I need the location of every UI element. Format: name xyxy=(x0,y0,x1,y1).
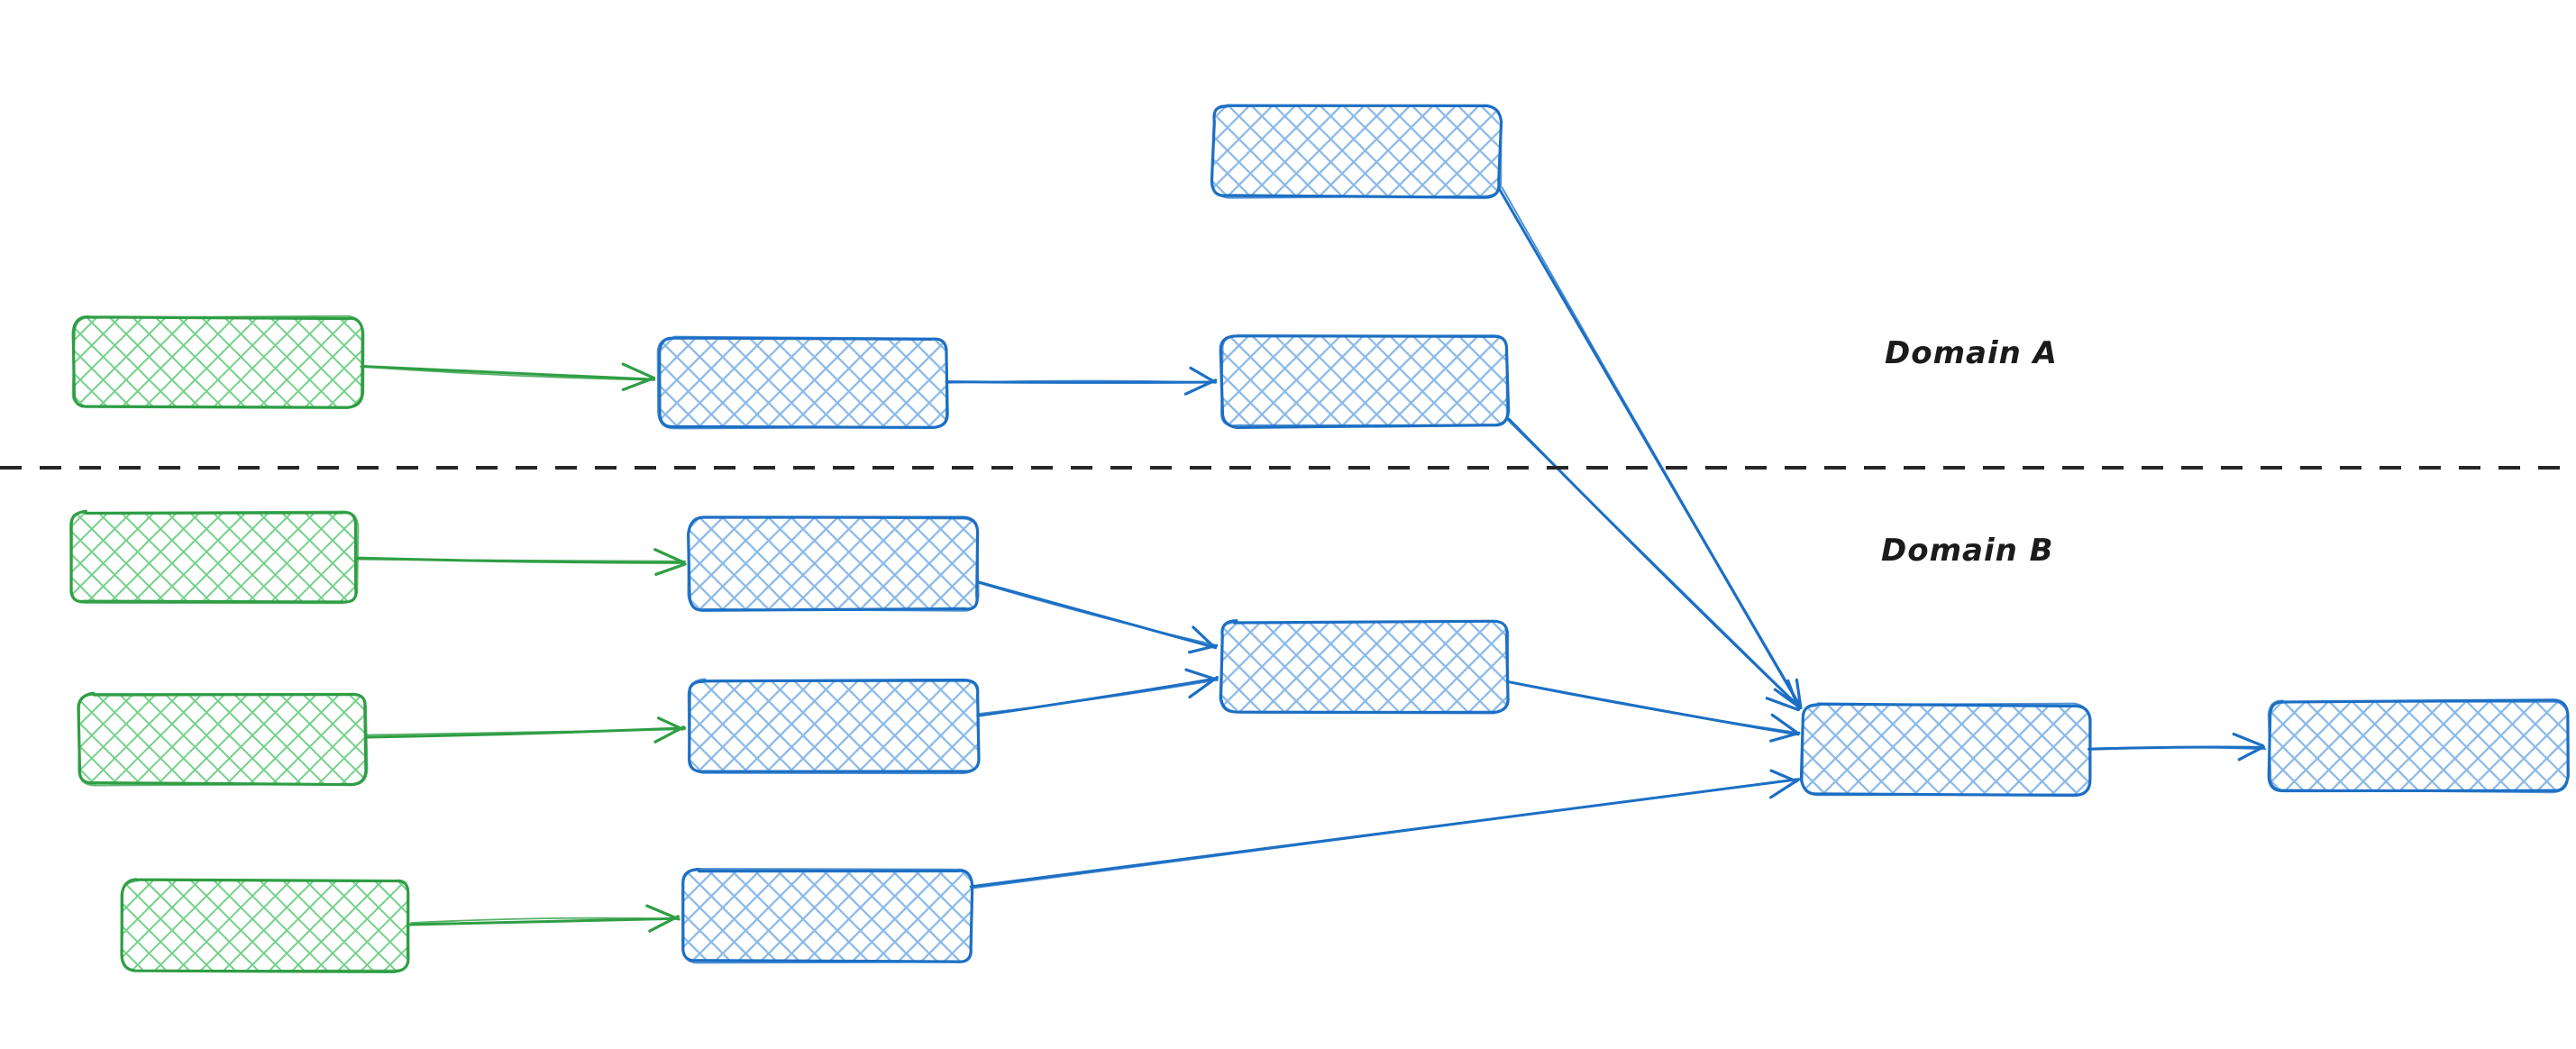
edge-line xyxy=(359,365,654,381)
arrow-head xyxy=(1183,379,1218,396)
edge-e2[interactable] xyxy=(945,366,1218,396)
edge-e8[interactable] xyxy=(975,579,1219,654)
edge-line xyxy=(1501,187,1802,707)
arrow-head xyxy=(1184,668,1219,681)
node-fill xyxy=(69,511,358,603)
node-outline xyxy=(1801,702,2091,797)
edge-line xyxy=(1505,418,1801,707)
arrow-head xyxy=(656,716,684,731)
node-fill xyxy=(73,317,363,408)
node-fill xyxy=(1220,336,1509,427)
arrow-head xyxy=(1769,769,1798,783)
node-fill xyxy=(689,680,979,772)
node-fill xyxy=(2269,700,2568,792)
edge-e4[interactable] xyxy=(1505,417,1802,712)
arrow-head xyxy=(648,915,680,933)
edge-e9[interactable] xyxy=(976,668,1219,717)
edge-line xyxy=(366,728,686,736)
arrow-head xyxy=(1786,679,1801,711)
edge-e6[interactable] xyxy=(365,716,687,743)
node-b1[interactable] xyxy=(687,515,980,612)
node-outline xyxy=(120,879,410,972)
arrow-head xyxy=(1188,675,1219,699)
edge-line xyxy=(361,365,656,381)
arrow-head xyxy=(1770,713,1798,734)
node-outline xyxy=(681,867,973,964)
node-b6[interactable] xyxy=(2267,698,2570,794)
edge-line xyxy=(973,778,1797,889)
node-outline xyxy=(78,692,369,787)
node-a1[interactable] xyxy=(656,335,949,430)
node-fill xyxy=(689,517,979,611)
edge-e10[interactable] xyxy=(1505,680,1801,743)
arrow-head xyxy=(653,548,686,564)
node-g2[interactable] xyxy=(69,509,360,605)
arrow-head xyxy=(653,725,686,743)
node-a3[interactable] xyxy=(1210,104,1503,199)
edge-line xyxy=(407,917,679,926)
node-outline xyxy=(1210,104,1503,199)
node-outline xyxy=(2267,699,2570,794)
edge-e3[interactable] xyxy=(1498,187,1803,710)
edge-e12[interactable] xyxy=(2087,732,2267,762)
node-g3[interactable] xyxy=(77,691,369,787)
arrow-head xyxy=(2237,745,2264,762)
node-fill xyxy=(1803,704,2090,796)
node-b5[interactable] xyxy=(1799,702,2092,798)
arrow-head xyxy=(654,562,687,576)
arrow-head xyxy=(1189,366,1217,384)
edge-e7[interactable] xyxy=(407,904,681,933)
edges-layer xyxy=(354,187,2267,933)
arrow-head xyxy=(621,376,655,391)
arrow-head xyxy=(2232,732,2265,748)
arrow-head xyxy=(645,904,681,921)
node-a2[interactable] xyxy=(1219,334,1511,429)
arrow-head xyxy=(1769,731,1801,743)
node-fill xyxy=(682,869,973,962)
node-g4[interactable] xyxy=(120,878,410,973)
node-outline xyxy=(687,515,980,612)
edge-line xyxy=(354,558,687,562)
edge-line xyxy=(1498,188,1803,710)
edge-line xyxy=(2090,746,2267,751)
arrow-head xyxy=(1795,678,1803,709)
node-g1[interactable] xyxy=(71,315,365,409)
node-outline xyxy=(1219,620,1510,714)
node-outline xyxy=(687,678,981,775)
arrow-head xyxy=(621,362,656,380)
node-b3[interactable] xyxy=(681,867,974,964)
edge-e11[interactable] xyxy=(969,769,1801,889)
node-fill xyxy=(78,694,367,785)
node-fill xyxy=(122,880,409,971)
edge-line xyxy=(978,679,1217,715)
arrow-head xyxy=(1769,778,1801,799)
domain-b-label: Domain B xyxy=(1881,533,2054,569)
node-b4[interactable] xyxy=(1219,619,1510,715)
edge-line xyxy=(1505,680,1797,734)
node-fill xyxy=(658,338,947,428)
edge-line xyxy=(975,579,1218,650)
node-fill xyxy=(1220,621,1509,713)
edge-line xyxy=(945,379,1218,384)
edge-line xyxy=(410,917,681,924)
domain-a-label: Domain A xyxy=(1885,335,2058,371)
node-fill xyxy=(1212,105,1500,196)
edge-e5[interactable] xyxy=(354,548,687,576)
edge-e1[interactable] xyxy=(359,362,656,391)
node-outline xyxy=(1220,334,1508,427)
node-outline xyxy=(71,315,363,408)
arrow-head xyxy=(1187,643,1219,654)
node-outline xyxy=(69,510,360,605)
edge-line xyxy=(978,581,1219,646)
nodes-layer xyxy=(69,104,2570,973)
node-b2[interactable] xyxy=(687,678,981,775)
node-outline xyxy=(656,335,948,430)
arrow-head xyxy=(1192,625,1216,649)
arrow-head xyxy=(1765,697,1800,712)
